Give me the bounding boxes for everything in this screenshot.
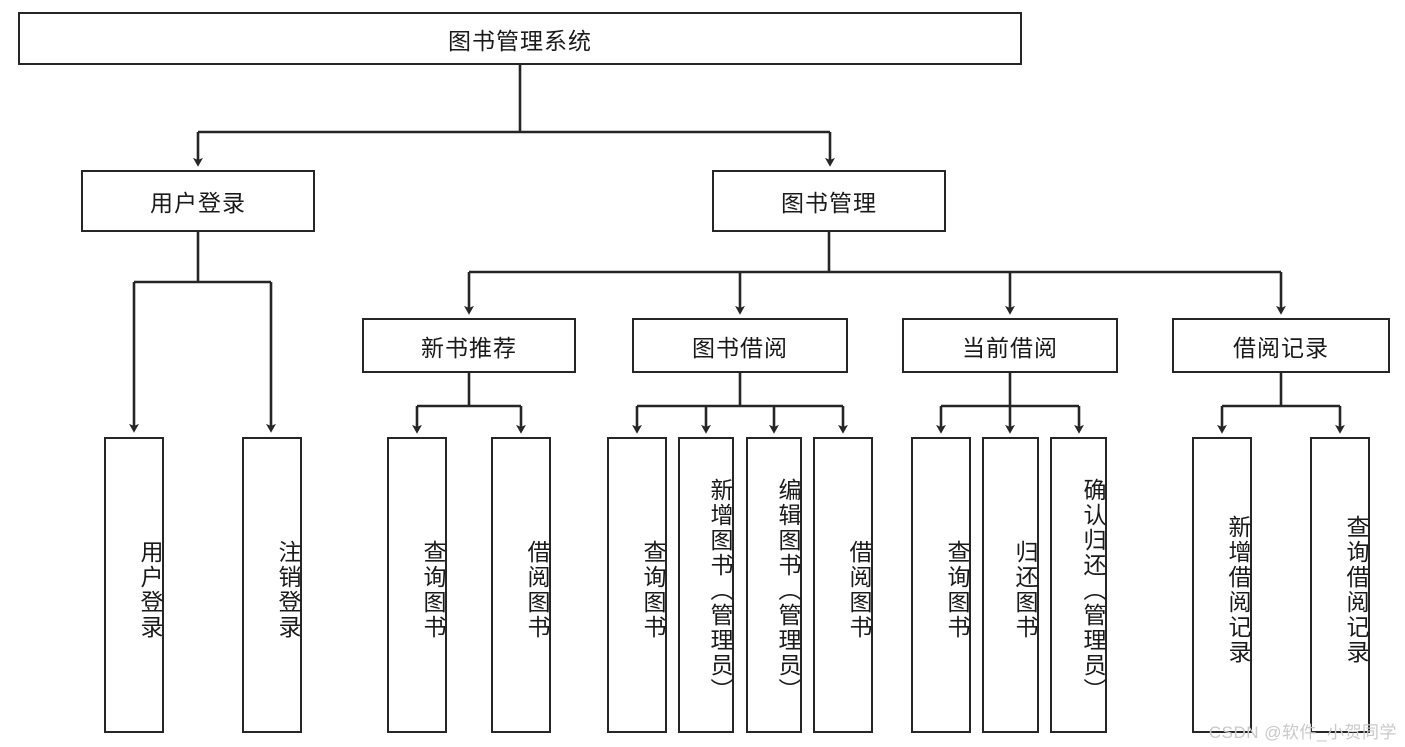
leaf-borrow-book-recommend[interactable]: 借阅图书 — [491, 437, 551, 733]
node-label: 新增图书（管理员） — [707, 477, 733, 703]
leaf-logout[interactable]: 注销登录 — [242, 437, 302, 733]
leaf-user-login[interactable]: 用户登录 — [104, 437, 164, 733]
node-user-login[interactable]: 用户登录 — [81, 170, 315, 232]
leaf-add-borrow-record[interactable]: 新增借阅记录 — [1192, 437, 1252, 733]
node-current-borrowing[interactable]: 当前借阅 — [902, 318, 1118, 373]
leaf-confirm-return-admin[interactable]: 确认归还（管理员） — [1050, 437, 1107, 733]
node-label: 编辑图书（管理员） — [775, 477, 801, 703]
node-label: 注销登录 — [275, 540, 301, 640]
node-label: 归还图书 — [1012, 540, 1038, 640]
csdn-watermark: CSDN @软件_小贺同学 — [1208, 723, 1397, 742]
leaf-add-book-admin[interactable]: 新增图书（管理员） — [678, 437, 734, 733]
node-book-management[interactable]: 图书管理 — [712, 170, 946, 232]
node-label: 借阅图书 — [524, 540, 550, 640]
node-label: 图书借阅 — [692, 334, 788, 361]
node-new-book-recommendation[interactable]: 新书推荐 — [362, 318, 576, 373]
node-label: 查询图书 — [640, 540, 666, 640]
leaf-return-book[interactable]: 归还图书 — [982, 437, 1039, 733]
node-label: 查询图书 — [420, 540, 446, 640]
node-borrowing-records[interactable]: 借阅记录 — [1172, 318, 1390, 373]
leaf-borrow-book[interactable]: 借阅图书 — [813, 437, 873, 733]
node-label: 查询借阅记录 — [1343, 515, 1369, 665]
leaf-query-book-borrow[interactable]: 查询图书 — [607, 437, 667, 733]
node-root-book-management-system[interactable]: 图书管理系统 — [18, 12, 1022, 65]
node-label: 借阅记录 — [1233, 334, 1329, 361]
node-label: 用户登录 — [150, 190, 246, 216]
node-label: 图书管理 — [781, 190, 877, 216]
node-label: 查询图书 — [944, 540, 970, 640]
leaf-query-borrow-record[interactable]: 查询借阅记录 — [1310, 437, 1370, 733]
node-label: 确认归还（管理员） — [1080, 477, 1106, 703]
node-label: 新增借阅记录 — [1225, 515, 1251, 665]
leaf-query-book-current[interactable]: 查询图书 — [911, 437, 971, 733]
node-label: 借阅图书 — [846, 540, 872, 640]
node-label: 当前借阅 — [962, 334, 1058, 361]
node-label: 新书推荐 — [421, 334, 517, 361]
leaf-query-book-recommend[interactable]: 查询图书 — [387, 437, 447, 733]
leaf-edit-book-admin[interactable]: 编辑图书（管理员） — [746, 437, 802, 733]
node-label: 用户登录 — [137, 540, 163, 640]
node-book-borrowing[interactable]: 图书借阅 — [632, 318, 848, 373]
node-label: 图书管理系统 — [448, 27, 592, 54]
